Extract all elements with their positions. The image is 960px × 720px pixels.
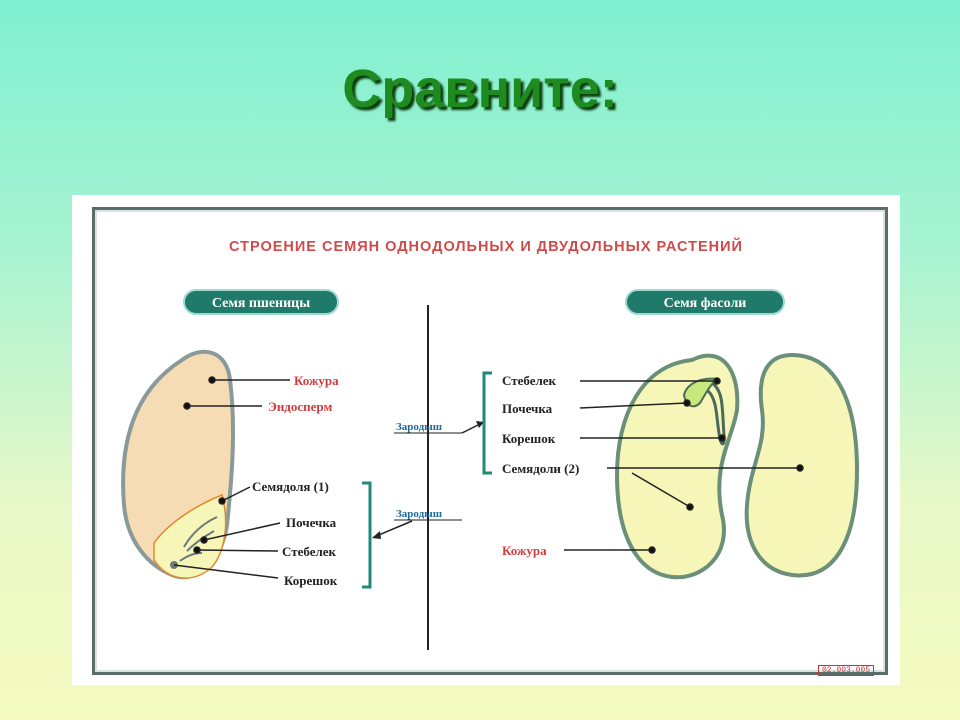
wheat-badge-bg: [183, 289, 339, 315]
bean-embryo-arrowhead: [476, 421, 484, 428]
wheat-embryo-bracket: [362, 481, 372, 589]
slide-title: Сравните:: [342, 59, 618, 119]
bean-pointers: [564, 377, 804, 554]
wheat-pointers: [173, 376, 290, 579]
bean-left-half: [614, 353, 740, 580]
bean-label-bud: Почечка: [502, 401, 553, 416]
seed-diagram: СТРОЕНИЕ СЕМЯН ОДНОДОЛЬНЫХ И ДВУДОЛЬНЫХ …: [121, 237, 860, 650]
wheat-embryo-arrowhead: [372, 531, 381, 539]
poster-heading: СТРОЕНИЕ СЕМЯН ОДНОДОЛЬНЫХ И ДВУДОЛЬНЫХ …: [229, 237, 743, 255]
bean-radicle: [706, 381, 726, 446]
embryo-label-upper: Зародыш: [396, 421, 442, 433]
wheat-embryo: [153, 493, 227, 579]
bean-label-cotyledons: Семядоли (2): [502, 461, 579, 476]
bean-label-stem: Стебелек: [502, 373, 557, 388]
wheat-label-stem: Стебелек: [282, 544, 337, 559]
poster-code: 02.003.005: [818, 665, 875, 676]
bean-embryo-bracket: [482, 371, 492, 475]
bean-badge: Семя фасоли: [664, 296, 747, 311]
bean-label-root: Корешок: [502, 431, 556, 446]
wheat-label-bud: Почечка: [286, 515, 337, 530]
wheat-label-husk: Кожура: [294, 373, 339, 388]
bean-badge-bg: [625, 289, 785, 315]
wheat-label-root: Корешок: [284, 573, 338, 588]
wheat-badge: Семя пшеницы: [212, 296, 310, 311]
bean-label-husk: Кожура: [502, 543, 547, 558]
wheat-label-endosperm: Эндосперм: [268, 399, 332, 414]
embryo-label-lower: Зародыш: [396, 508, 442, 520]
wheat-label-cotyledon: Семядоля (1): [252, 479, 329, 494]
poster-frame: [92, 207, 888, 675]
diagram-poster: СТРОЕНИЕ СЕМЯН ОДНОДОЛЬНЫХ И ДВУДОЛЬНЫХ …: [72, 195, 900, 685]
